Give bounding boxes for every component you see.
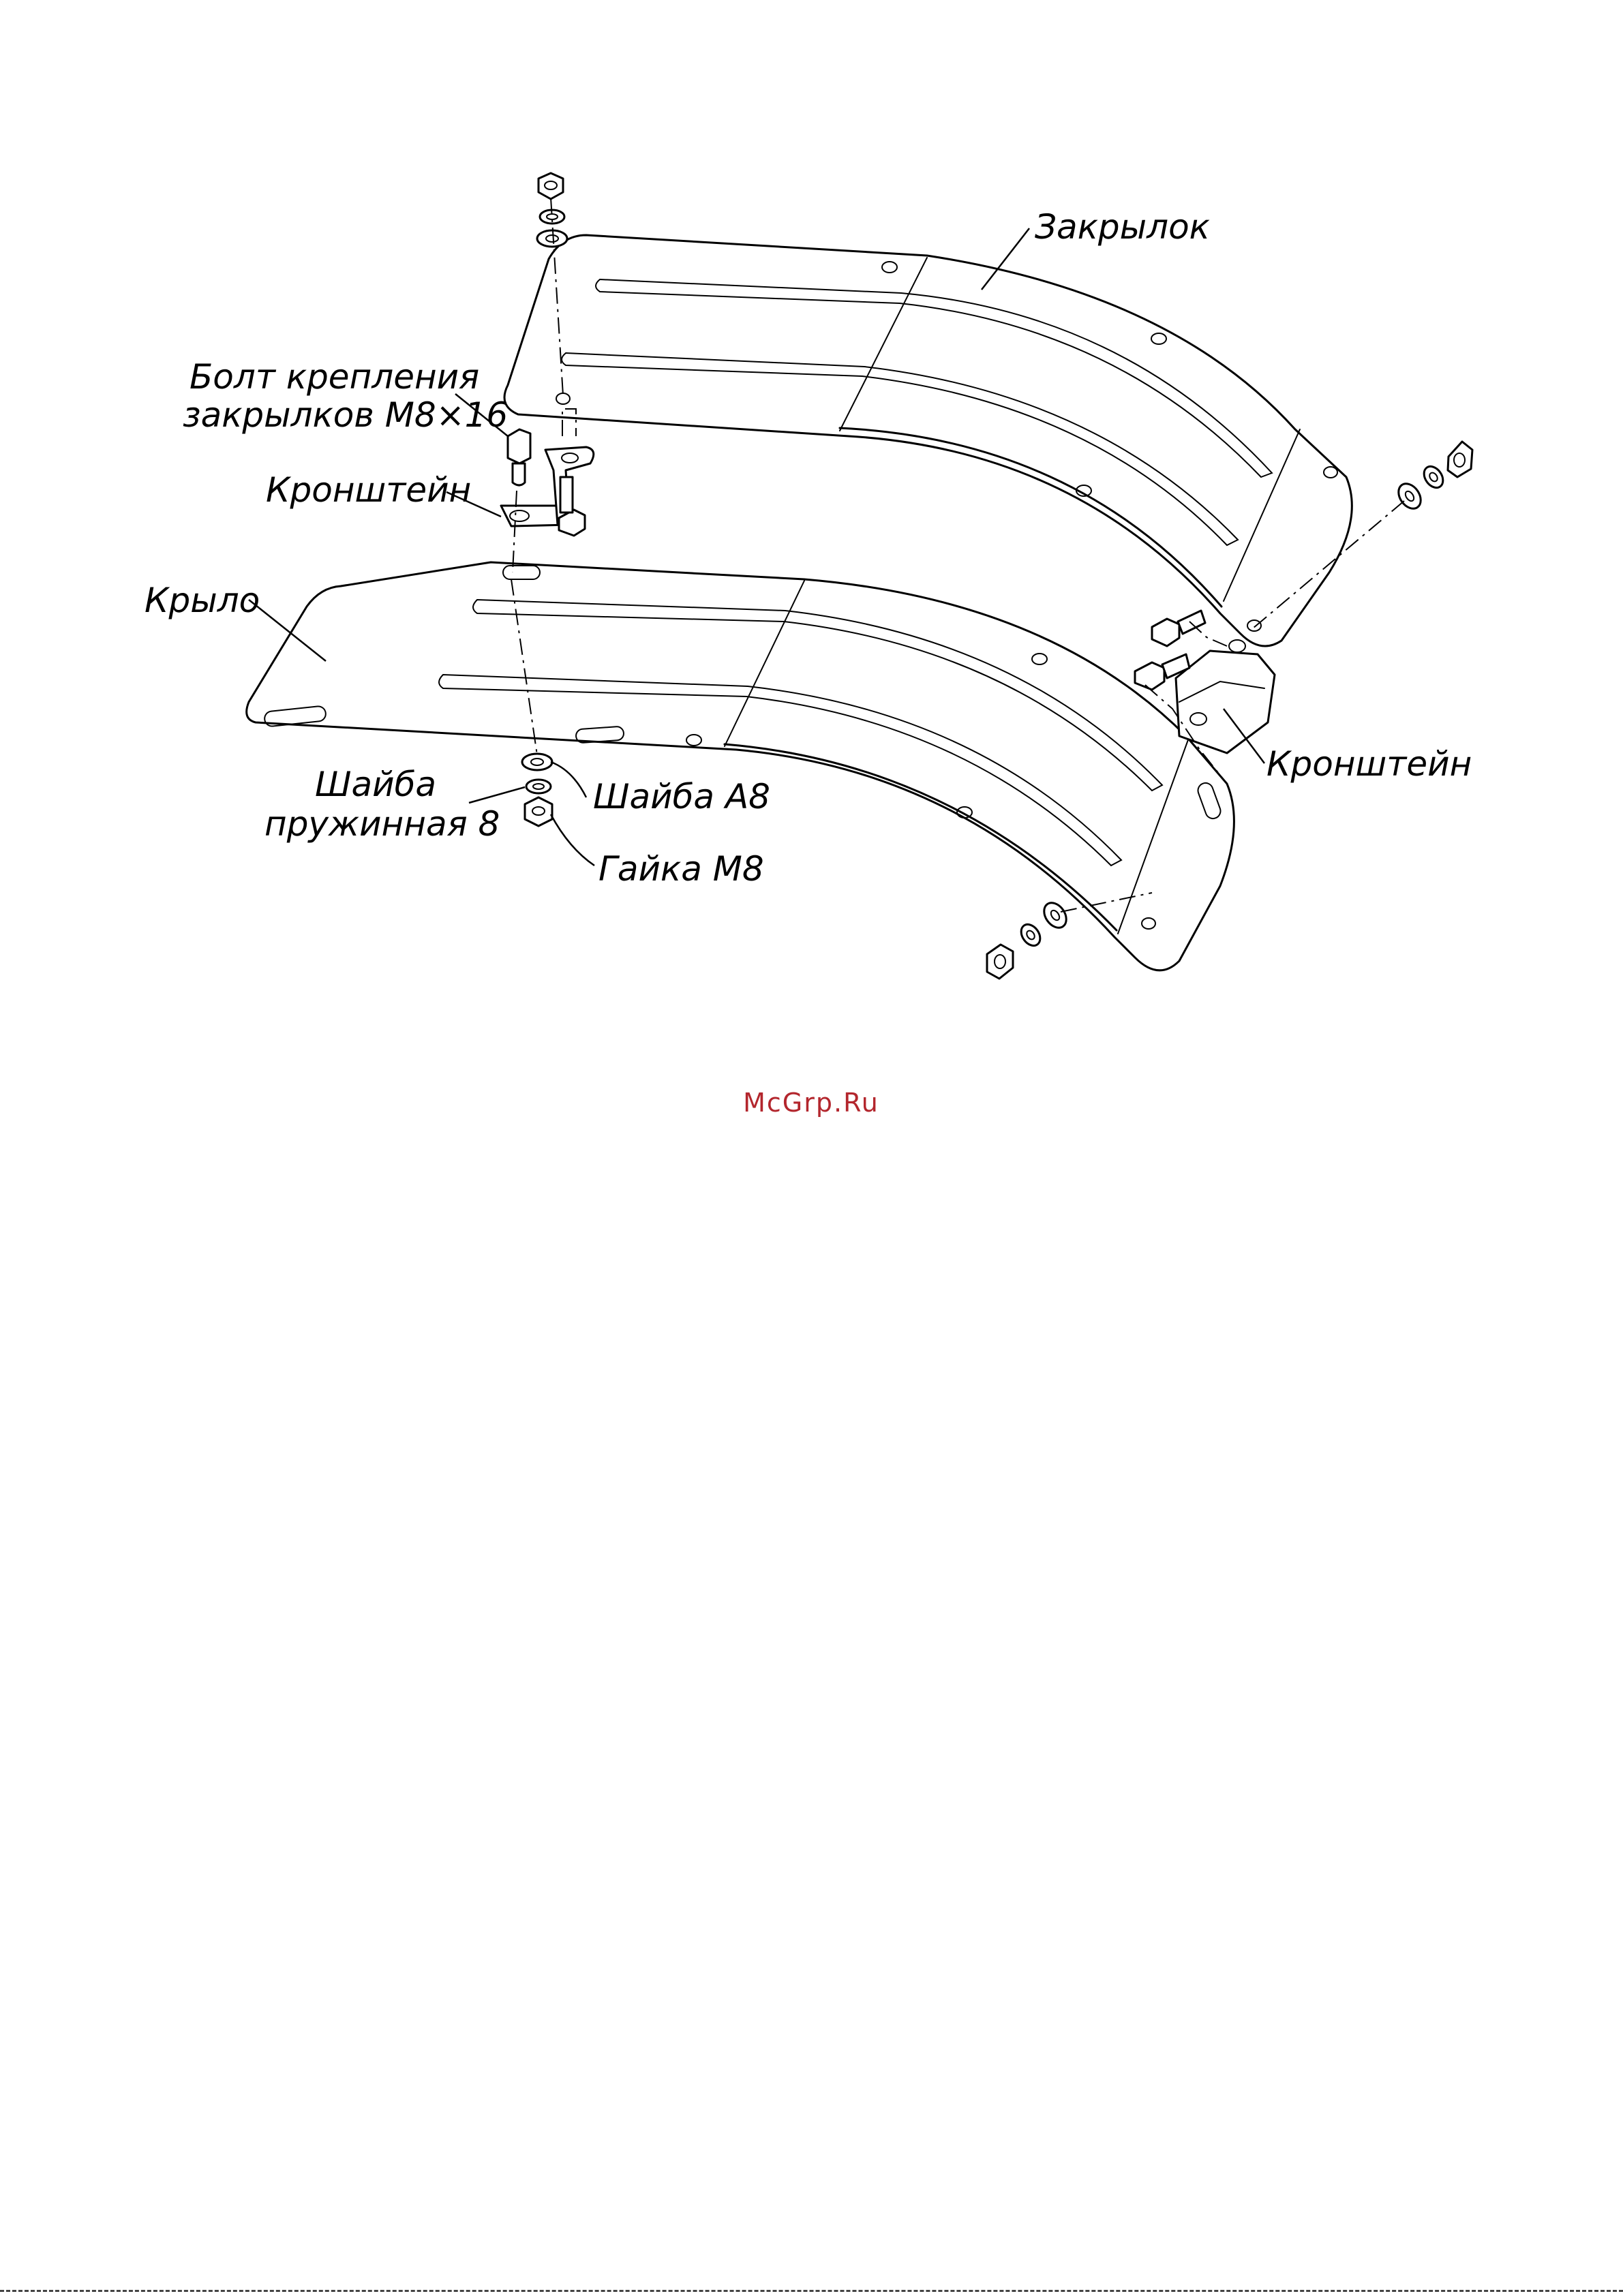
label-nut: Гайка М8 [598, 849, 764, 889]
right-lower-fastener-stack [987, 899, 1071, 979]
label-bolt-line1: Болт крепления [189, 357, 479, 397]
label-bolt-line2: закрылков М8×16 [183, 395, 508, 435]
label-spring-washer-line1: Шайба [315, 765, 436, 804]
label-bracket-left: Кронштейн [266, 470, 471, 510]
watermark: McGrp.Ru [695, 1088, 927, 1118]
label-bracket-right: Кронштейн [1266, 744, 1472, 784]
label-fender: Крыло [145, 581, 260, 620]
label-spring-washer-line2: пружинная 8 [264, 804, 500, 844]
left-bracket-assembly [501, 429, 594, 536]
label-flap: Закрылок [1035, 207, 1210, 247]
bottom-fastener-stack [522, 754, 552, 826]
label-washer: Шайба А8 [593, 777, 770, 816]
page-bottom-rule [0, 2290, 1623, 2292]
right-upper-fastener-stack [1394, 442, 1472, 512]
